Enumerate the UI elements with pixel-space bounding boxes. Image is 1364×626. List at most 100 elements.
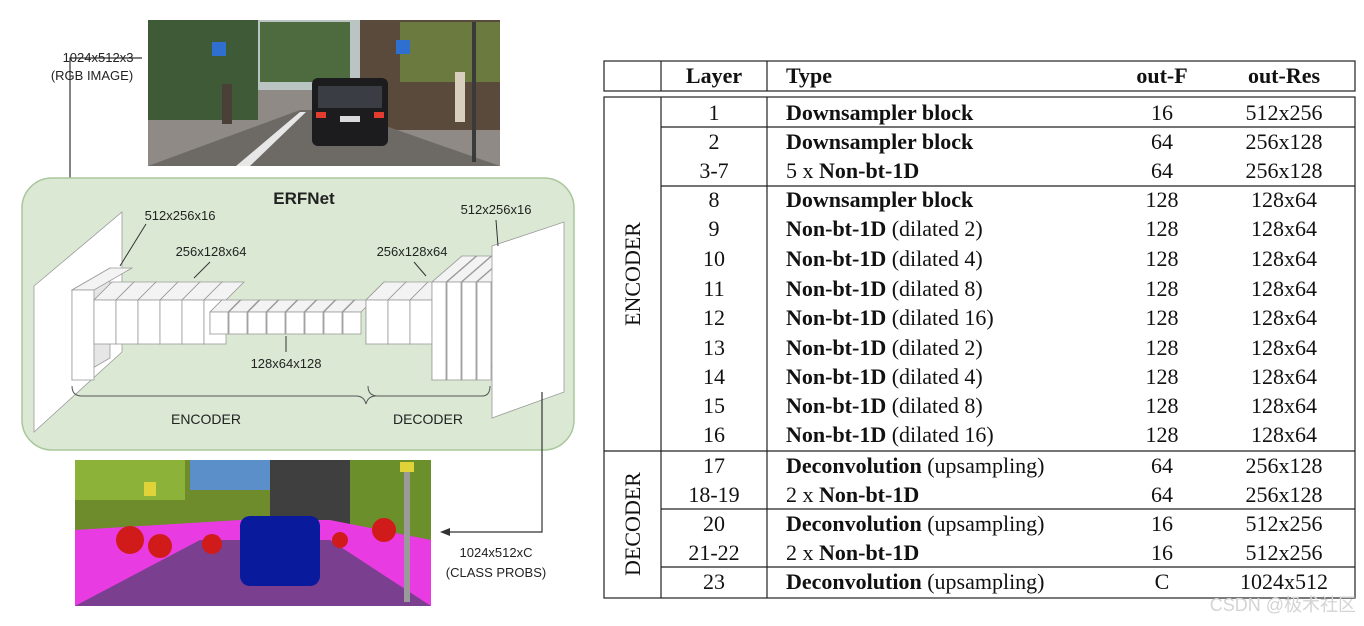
dim-pointer-5 xyxy=(495,219,499,247)
cell-type-name: Deconvolution xyxy=(786,569,922,594)
cell-type: Non-bt-1D (dilated 2) xyxy=(786,216,983,241)
output-segmentation-image xyxy=(75,460,431,606)
cell-layer: 8 xyxy=(709,187,720,212)
output-type-label: (CLASS PROBS) xyxy=(446,565,546,580)
cell-type-name: Non-bt-1D xyxy=(786,393,886,418)
bottleneck-slab xyxy=(342,299,374,335)
decoder-slab-256 xyxy=(387,281,429,345)
cell-type-detail: (dilated 2) xyxy=(886,216,983,241)
cell-type: Downsampler block xyxy=(786,187,974,212)
cell-type-detail: (dilated 8) xyxy=(886,276,983,301)
cell-out-f: 128 xyxy=(1146,305,1179,330)
bottleneck-slab xyxy=(285,299,317,335)
input-rgb-image xyxy=(148,20,500,166)
table-body-box xyxy=(603,96,1356,599)
cell-out-f: 16 xyxy=(1151,511,1173,536)
cell-out-f: 128 xyxy=(1146,335,1179,360)
cell-out-res: 256x128 xyxy=(1246,453,1323,478)
cell-type-name: Non-bt-1D xyxy=(786,335,886,360)
model-title: ERFNet xyxy=(273,189,335,208)
cell-type-name: Non-bt-1D xyxy=(786,246,886,271)
cell-out-res: 256x128 xyxy=(1246,482,1323,507)
cell-type-name: Non-bt-1D xyxy=(819,540,919,565)
encoder-slab-256 xyxy=(93,281,135,345)
header-type: Type xyxy=(786,63,832,88)
dim-pointer-4 xyxy=(413,261,427,277)
cell-out-f: 64 xyxy=(1151,453,1173,478)
cell-type-name: Non-bt-1D xyxy=(786,276,886,301)
cell-type-detail: (dilated 4) xyxy=(886,246,983,271)
dim-label-256x128x64-right: 256x128x64 xyxy=(377,244,448,259)
encoder-slab-256 xyxy=(181,281,223,345)
cell-layer: 3-7 xyxy=(699,158,728,183)
dim-pointer-1 xyxy=(119,223,147,267)
cell-out-f: 128 xyxy=(1146,393,1179,418)
header-out-res: out-Res xyxy=(1248,63,1321,88)
cell-layer: 15 xyxy=(703,393,725,418)
cell-layer: 12 xyxy=(703,305,725,330)
layer-table: Layer Type out-F out-Res ENCODER DECODER… xyxy=(603,60,1356,599)
cell-out-res: 512x256 xyxy=(1246,540,1323,565)
cell-layer: 14 xyxy=(703,364,725,389)
cell-out-f: C xyxy=(1155,569,1170,594)
encoder-bracket xyxy=(71,385,377,405)
cell-type-name: Non-bt-1D xyxy=(819,158,919,183)
cell-out-res: 1024x512 xyxy=(1240,569,1328,594)
cell-layer: 13 xyxy=(703,335,725,360)
bottleneck-slab xyxy=(247,299,279,335)
decoder-slab-256 xyxy=(365,281,407,345)
cell-out-f: 128 xyxy=(1146,187,1179,212)
dim-label-256x128x64-left: 256x128x64 xyxy=(176,244,247,259)
cell-type-name: Non-bt-1D xyxy=(786,422,886,447)
cell-out-res: 512x256 xyxy=(1246,100,1323,125)
diagram-encoder-label: ENCODER xyxy=(171,411,241,427)
cell-layer: 2 xyxy=(709,129,720,154)
table-row: 20 Deconvolution (upsampling) 16 512x256 xyxy=(703,511,1323,536)
cell-layer: 20 xyxy=(703,511,725,536)
cell-out-res: 128x64 xyxy=(1251,335,1317,360)
cell-out-res: 128x64 xyxy=(1251,422,1317,447)
input-arrow-line xyxy=(69,57,142,236)
input-type-label: (RGB IMAGE) xyxy=(51,68,133,83)
cell-type: 2 x Non-bt-1D xyxy=(786,540,919,565)
cell-type-name: Deconvolution xyxy=(786,453,922,478)
cell-type: Non-bt-1D (dilated 8) xyxy=(786,393,983,418)
encoder-slab-256 xyxy=(159,281,201,345)
cell-out-f: 16 xyxy=(1151,540,1173,565)
dim-pointer-2 xyxy=(193,261,211,279)
cell-out-f: 128 xyxy=(1146,246,1179,271)
cell-type: Downsampler block xyxy=(786,100,974,125)
cell-type-detail: (dilated 4) xyxy=(886,364,983,389)
cell-type: Deconvolution (upsampling) xyxy=(786,569,1045,594)
table-encoder-label: ENCODER xyxy=(620,222,645,326)
header-layer: Layer xyxy=(686,63,742,88)
cell-type: Downsampler block xyxy=(786,129,974,154)
cell-type-name: Downsampler block xyxy=(786,187,974,212)
cell-type-name: Deconvolution xyxy=(786,511,922,536)
cell-type-detail: (dilated 16) xyxy=(886,422,994,447)
cell-out-res: 128x64 xyxy=(1251,246,1317,271)
cell-type: Non-bt-1D (dilated 16) xyxy=(786,422,994,447)
watermark: CSDN @极术社区 xyxy=(1210,595,1356,615)
cell-out-res: 512x256 xyxy=(1246,511,1323,536)
table-decoder-label: DECODER xyxy=(620,472,645,576)
cell-type-name: Non-bt-1D xyxy=(786,216,886,241)
cell-layer: 23 xyxy=(703,569,725,594)
cell-type-name: Downsampler block xyxy=(786,129,974,154)
table-header-box xyxy=(603,60,1356,92)
cell-out-f: 128 xyxy=(1146,276,1179,301)
cell-type-detail: (dilated 8) xyxy=(886,393,983,418)
diagram-decoder-label: DECODER xyxy=(393,411,463,427)
dim-label-128x64x128: 128x64x128 xyxy=(251,356,322,371)
cell-out-res: 256x128 xyxy=(1246,158,1323,183)
cell-type-detail: (upsampling) xyxy=(922,511,1045,536)
